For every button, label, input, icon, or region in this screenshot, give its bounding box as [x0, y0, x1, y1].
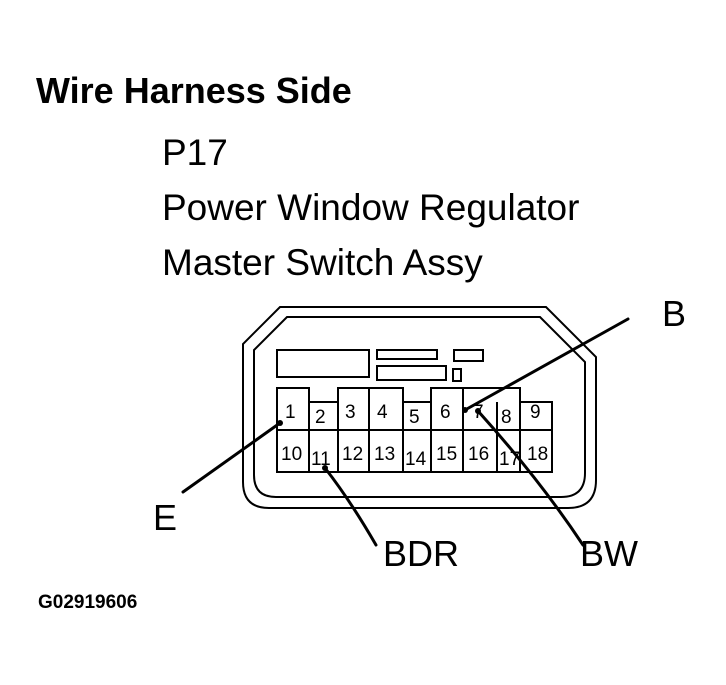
pin-number: 3	[345, 402, 356, 423]
leader-line-bdr	[323, 466, 378, 547]
wire-color-label-bdr: BDR	[383, 533, 459, 574]
pin-number: 12	[342, 444, 363, 465]
pin-number: 9	[530, 402, 541, 423]
pin-number: 14	[405, 449, 427, 470]
leader-dot-bdr	[322, 465, 328, 471]
pin-number: 16	[468, 444, 489, 465]
wire-color-label-b: B	[662, 293, 686, 334]
leader-line-e	[181, 421, 282, 494]
component-name-line-2: Master Switch Assy	[162, 242, 483, 283]
connector-code: P17	[162, 132, 228, 173]
pin-number: 2	[315, 407, 326, 428]
pin-number: 13	[374, 444, 395, 465]
pin-number: 4	[377, 402, 388, 423]
connector-housing-outer	[242, 306, 597, 509]
leader-dot-bw	[475, 408, 481, 414]
marking-block-large	[276, 349, 370, 378]
marking-block-small-2	[453, 349, 484, 362]
pin-number: 10	[281, 444, 302, 465]
leader-dot-e	[277, 420, 283, 426]
wire-color-label-e: E	[153, 497, 177, 538]
component-name-line-1: Power Window Regulator	[162, 187, 580, 228]
marking-block-small-4	[452, 368, 462, 382]
marking-block-small-1	[376, 349, 438, 360]
leader-line-bw	[476, 409, 585, 547]
diagram-title: Wire Harness Side	[36, 70, 352, 111]
pin-number: 1	[285, 402, 296, 423]
pin-number: 17	[499, 449, 520, 470]
pin-number: 8	[501, 407, 512, 428]
pin-number: 18	[527, 444, 548, 465]
leader-line-b	[463, 317, 630, 412]
figure-id: G02919606	[38, 592, 138, 613]
leader-dot-b	[462, 407, 468, 413]
connector-housing-inner	[253, 316, 586, 498]
wire-color-label-bw: BW	[580, 533, 638, 574]
marking-block-small-3	[376, 365, 447, 381]
pin-number: 15	[436, 444, 457, 465]
pin-number: 5	[409, 407, 420, 428]
pin-number: 11	[311, 449, 331, 470]
pin-number: 6	[440, 402, 451, 423]
